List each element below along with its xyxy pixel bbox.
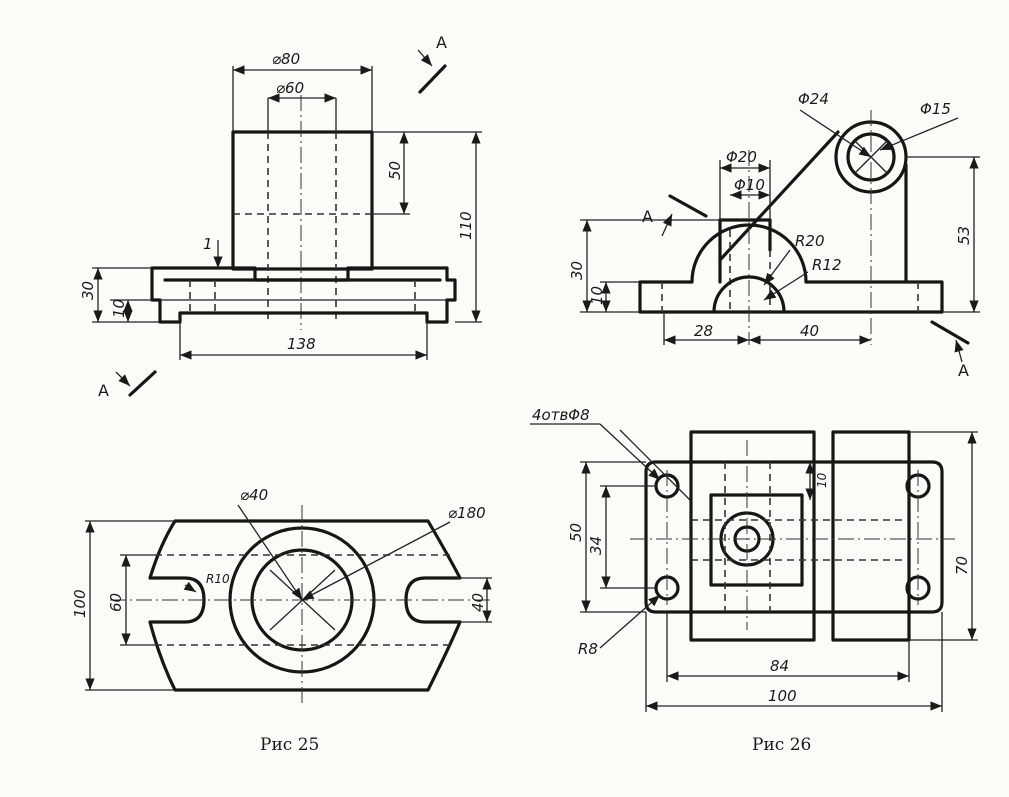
dim-100: 100 xyxy=(71,589,89,618)
dim-r20: R20 xyxy=(795,232,825,250)
dim-60: 60 xyxy=(107,593,125,612)
dim-r8: R8 xyxy=(578,640,598,658)
dim-r12: R12 xyxy=(812,256,842,274)
dim-d40: ⌀40 xyxy=(240,486,268,504)
fig25-front-view xyxy=(92,49,482,397)
dim-84: 84 xyxy=(770,657,789,675)
dim-d20: Φ20 xyxy=(726,148,757,166)
dim-1: 1 xyxy=(203,235,213,253)
dim-30: 30 xyxy=(568,261,586,280)
caption-fig25: Рис 25 xyxy=(260,735,319,755)
dim-r10: R10 xyxy=(206,572,230,586)
dim-70: 70 xyxy=(953,556,971,575)
section-letter-a: А xyxy=(958,361,969,380)
dim-40: 40 xyxy=(469,593,487,612)
dim-50: 50 xyxy=(567,523,585,542)
dim-138: 138 xyxy=(287,335,316,353)
dim-d60: ⌀60 xyxy=(276,79,304,97)
fig26-front-dim-labels: Φ24 Φ15 Φ20 Φ10 R20 R12 30 10 53 28 40 А… xyxy=(568,90,973,380)
dim-holes: 4отвΦ8 xyxy=(532,406,590,424)
dim-d10: Φ10 xyxy=(734,176,765,194)
dim-100: 100 xyxy=(768,687,797,705)
section-letter-a: А xyxy=(436,33,447,52)
fig26-front-view xyxy=(580,109,980,363)
dim-53: 53 xyxy=(955,226,973,245)
dim-d180: ⌀180 xyxy=(448,504,486,522)
fig26-top-view xyxy=(530,423,978,712)
caption-fig26: Рис 26 xyxy=(752,735,811,755)
dim-110: 110 xyxy=(457,211,475,240)
dim-50: 50 xyxy=(386,161,404,180)
dim-d80: ⌀80 xyxy=(272,50,300,68)
dim-d15: Φ15 xyxy=(920,100,951,118)
fig25-top-dim-labels: ⌀40 ⌀180 R10 100 60 40 xyxy=(71,486,487,618)
section-letter-a: А xyxy=(642,207,653,226)
dim-40: 40 xyxy=(800,322,819,340)
dim-10: 10 xyxy=(110,299,128,318)
dim-28: 28 xyxy=(694,322,713,340)
dim-10: 10 xyxy=(588,286,606,305)
fig25-front-dim-labels: ⌀80 ⌀60 50 110 30 10 138 1 А А xyxy=(79,33,475,400)
fig25-top-view xyxy=(85,504,492,705)
dim-d24: Φ24 xyxy=(798,90,829,108)
section-letter-a: А xyxy=(98,381,109,400)
fig26-top-dim-labels: 4отвΦ8 50 34 10 70 R8 84 100 xyxy=(532,406,971,705)
dim-34: 34 xyxy=(587,536,605,555)
dim-30: 30 xyxy=(79,281,97,300)
dim-10: 10 xyxy=(815,472,829,488)
